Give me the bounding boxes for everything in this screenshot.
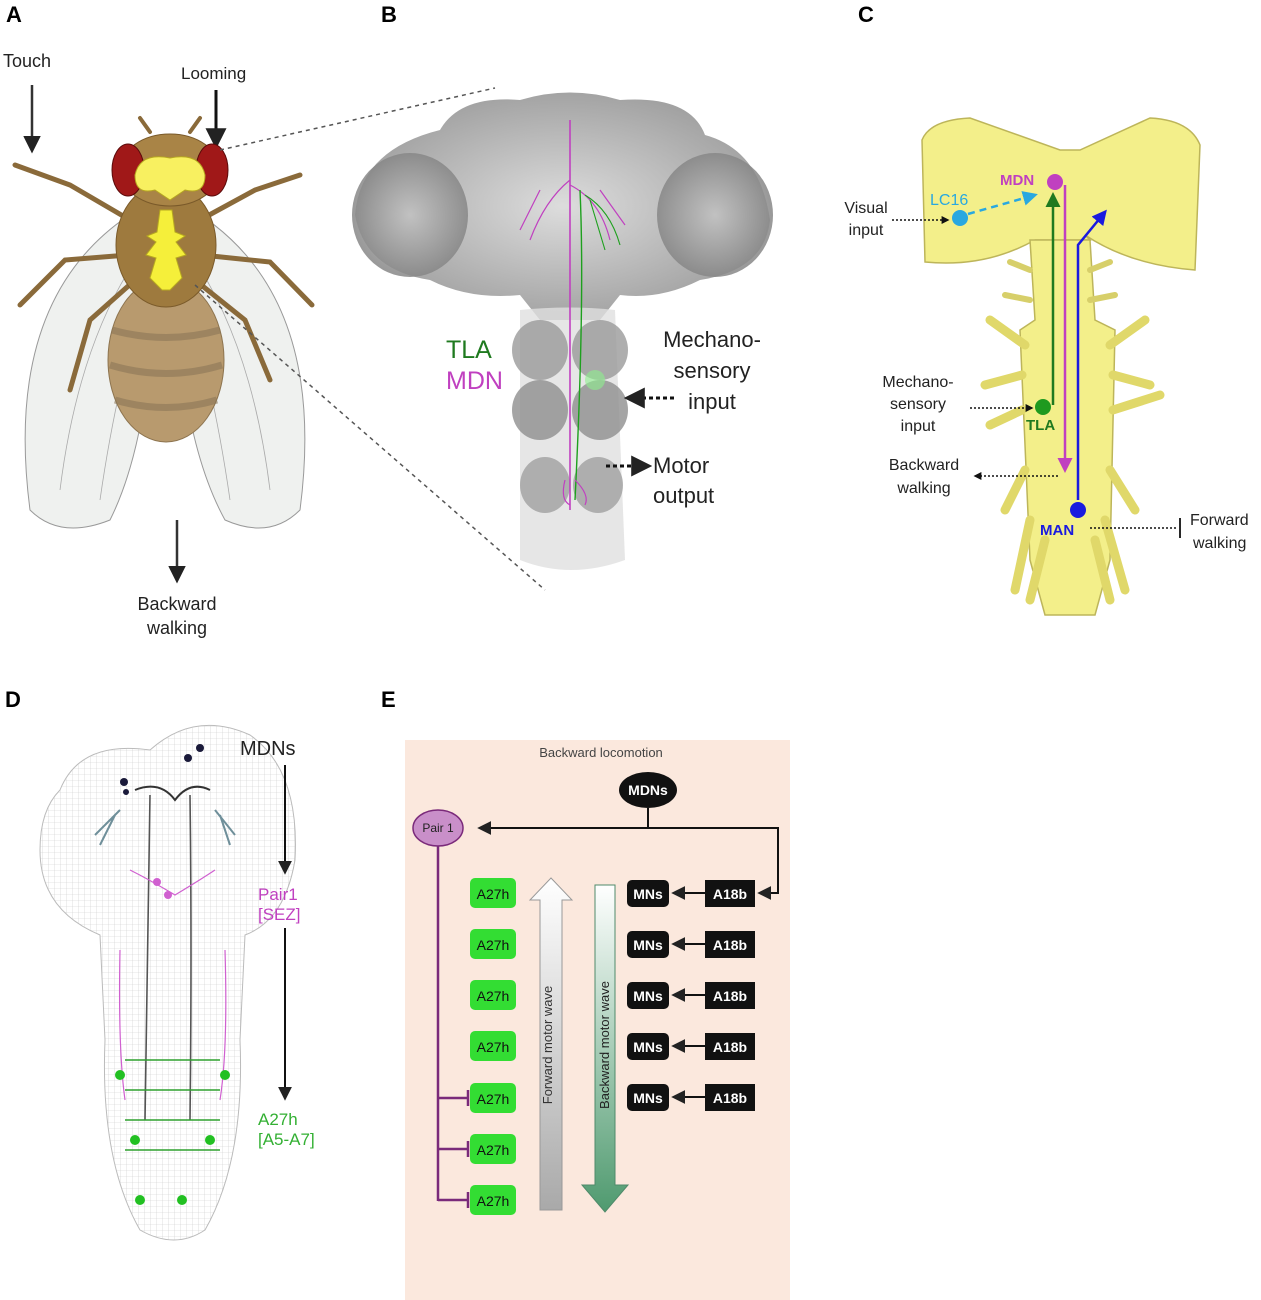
mechanosensory-label-c-1: Mechano-	[882, 374, 953, 391]
man-label: MAN	[1040, 522, 1074, 539]
a27h-box	[470, 878, 516, 908]
mns-box-label: MNs	[633, 886, 663, 902]
mdns-label-d: MDNs	[240, 738, 296, 760]
mechanosensory-label-c-3: input	[901, 418, 936, 435]
mns-a18b-rows: MNs A18b MNs A18b MNs A18b MNs A18b MNs …	[627, 880, 755, 1111]
a27h-box	[470, 1083, 516, 1113]
a27h-box	[470, 929, 516, 959]
mns-box-label: MNs	[633, 1039, 663, 1055]
tla-label-b: TLA	[446, 336, 492, 364]
mns-box-label: MNs	[633, 988, 663, 1004]
backward-walking-label-1: Backward	[137, 594, 216, 614]
backward-motor-wave-arrow	[580, 884, 630, 1213]
zoom-line-bottom	[194, 284, 546, 591]
fly-illustration	[12, 116, 315, 529]
lc16-soma	[952, 210, 968, 226]
panel-c-label: C	[858, 2, 874, 27]
a27h-box-label: A27h	[477, 937, 510, 953]
forward-motor-wave-label: Forward motor wave	[540, 986, 555, 1104]
lc16-label: LC16	[930, 192, 968, 209]
a27h-box	[470, 1134, 516, 1164]
a18b-box-label: A18b	[713, 937, 747, 953]
visual-input-label-1: Visual	[844, 200, 887, 217]
mdn-label-c: MDN	[1000, 172, 1034, 189]
a27h-box-label: A27h	[477, 1193, 510, 1209]
forward-motor-wave-arrow	[528, 877, 574, 1211]
a18b-box-label: A18b	[713, 886, 747, 902]
panel-b: B TLA MDN Mechano- sensory input Moto	[352, 2, 773, 570]
touch-label: Touch	[3, 51, 51, 71]
mns-box	[627, 982, 669, 1009]
panel-e-title: Backward locomotion	[539, 745, 663, 760]
a18b-box	[705, 880, 755, 907]
mdns-to-a18b-wire	[648, 827, 779, 900]
a18b-box	[705, 1033, 755, 1060]
a27h-label-d-1: A27h	[258, 1110, 298, 1129]
mechanosensory-label-b-2: sensory	[673, 358, 750, 383]
zoom-line-top	[219, 87, 496, 151]
panel-d-label: D	[5, 687, 21, 712]
man-axon	[1076, 209, 1107, 500]
mechanosensory-label-c-2: sensory	[890, 396, 946, 413]
a27h-box	[470, 980, 516, 1010]
mechanosensory-label-b-1: Mechano-	[663, 327, 761, 352]
looming-label: Looming	[181, 64, 246, 83]
panel-e-label: E	[381, 687, 396, 712]
tla-label-c: TLA	[1026, 417, 1055, 434]
mns-box	[627, 931, 669, 958]
a18b-box-label: A18b	[713, 988, 747, 1004]
a18b-box	[705, 1084, 755, 1111]
cns-schematic	[921, 117, 1201, 616]
panel-b-label: B	[381, 2, 397, 27]
a18b-box	[705, 931, 755, 958]
pair1-inhibitory-synapses	[438, 1090, 470, 1208]
mechanosensory-label-b-3: input	[688, 389, 736, 414]
mns-box-label: MNs	[633, 1090, 663, 1106]
a27h-box-label: A27h	[477, 988, 510, 1004]
a18b-box-label: A18b	[713, 1090, 747, 1106]
mdns-node-label: MDNs	[628, 782, 668, 798]
panel-a-label: A	[6, 2, 22, 27]
mns-box-label: MNs	[633, 937, 663, 953]
pair1-label-d-2: [SEZ]	[258, 905, 301, 924]
mns-box	[627, 1084, 669, 1111]
a27h-column: A27h A27h A27h A27h A27h A27h A27h	[470, 878, 516, 1215]
a18b-box-label: A18b	[713, 1039, 747, 1055]
a27h-box	[470, 1031, 516, 1061]
man-soma	[1070, 502, 1086, 518]
a18b-box	[705, 982, 755, 1009]
a27h-box-label: A27h	[477, 886, 510, 902]
tla-soma	[1035, 399, 1051, 415]
backward-motor-wave-label: Backward motor wave	[597, 981, 612, 1109]
motor-output-label-2: output	[653, 483, 714, 508]
panel-d: D MDNs Pair1 [SEZ] A27h [A5-A7]	[5, 687, 315, 1241]
mdn-soma	[1047, 174, 1063, 190]
backward-walking-label-c-1: Backward	[889, 457, 959, 474]
a27h-box-label: A27h	[477, 1039, 510, 1055]
panel-e: E Backward locomotion MDNs Pair 1 A27h A…	[381, 687, 790, 1300]
backward-walking-label-2: walking	[146, 618, 207, 638]
forward-walking-label-1: Forward	[1190, 512, 1249, 529]
a27h-box	[470, 1185, 516, 1215]
a27h-box-label: A27h	[477, 1091, 510, 1107]
larval-cns-mesh	[39, 724, 296, 1241]
forward-walking-label-2: walking	[1192, 535, 1246, 552]
a27h-label-d-2: [A5-A7]	[258, 1130, 315, 1149]
visual-input-label-2: input	[849, 222, 884, 239]
mdn-label-b: MDN	[446, 367, 503, 395]
cns-micrograph	[352, 92, 773, 570]
backward-walking-label-c-2: walking	[896, 480, 950, 497]
motor-output-label-1: Motor	[653, 453, 709, 478]
panel-a: A Touch Looming	[3, 2, 315, 638]
panel-c: C LC16 MDN TLA MAN Visual input Mechano-…	[844, 2, 1249, 616]
pair1-label-d-1: Pair1	[258, 885, 298, 904]
mns-box	[627, 1033, 669, 1060]
pair1-node-label: Pair 1	[422, 821, 454, 835]
mdns-node	[619, 772, 677, 808]
a27h-box-label: A27h	[477, 1142, 510, 1158]
mns-box	[627, 880, 669, 907]
